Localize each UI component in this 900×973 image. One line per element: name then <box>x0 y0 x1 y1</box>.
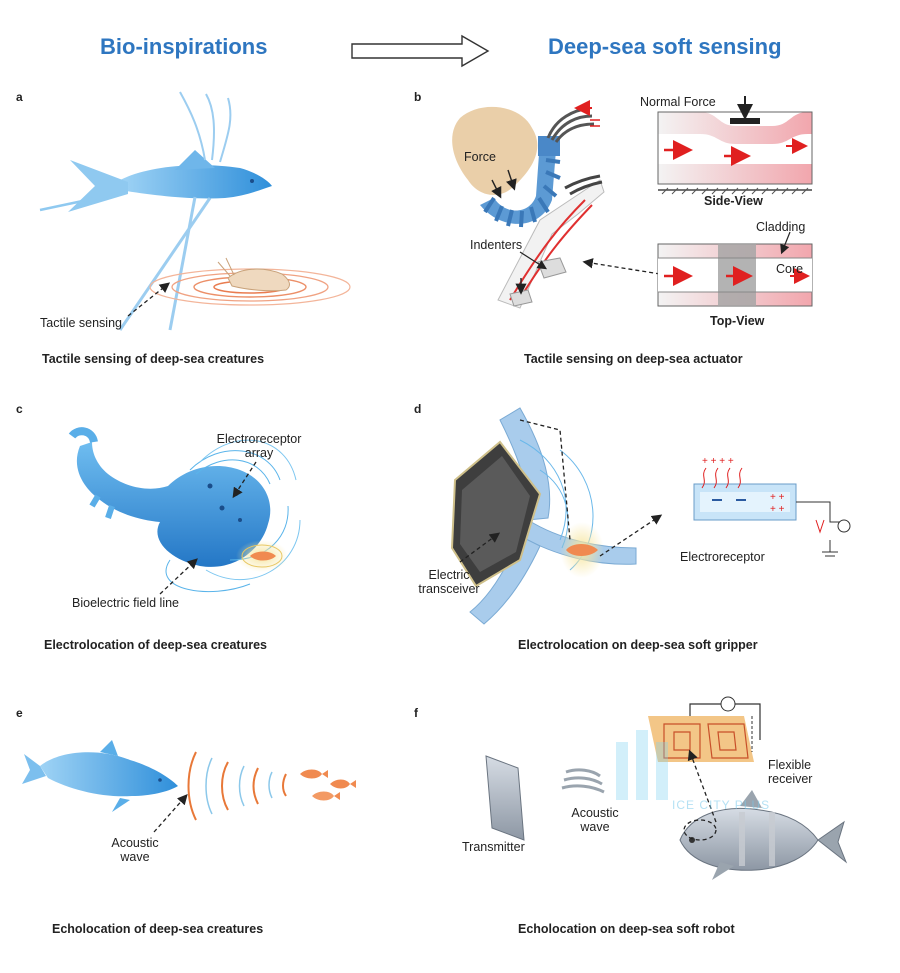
electroreceptor-array-line2: array <box>244 446 274 460</box>
acoustic-wave-label-f: Acoustic wave <box>560 806 630 834</box>
waveguide-strip <box>497 174 605 309</box>
shrimp-ripples <box>149 257 351 306</box>
panel-c-letter: c <box>16 402 23 416</box>
side-view-diagram <box>657 96 813 195</box>
electroreceptor-array-line1: Electroreceptor <box>216 432 302 446</box>
panel-e-caption: Echolocation of deep-sea creatures <box>52 922 264 936</box>
panel-f-letter: f <box>414 706 418 720</box>
panel-e-letter: e <box>16 706 23 720</box>
tactile-sensing-label: Tactile sensing <box>40 316 122 330</box>
acoustic-wave-label-e: Acoustic wave <box>100 836 170 864</box>
flexible-receiver-label: Flexible receiver <box>768 758 838 786</box>
transmitter-plate <box>485 755 525 841</box>
tripod-fish-illustration <box>39 91 272 331</box>
electroreceptor-device: + + + + + + + + <box>693 456 851 557</box>
panel-a-letter: a <box>16 90 23 104</box>
prey-glow-c <box>236 540 288 572</box>
electric-transceiver-line1: Electric <box>428 568 470 582</box>
panel-d-letter: d <box>414 402 422 416</box>
svg-text:+ + + +: + + + + <box>702 456 734 467</box>
panel-f-caption: Echolocation on deep-sea soft robot <box>518 922 735 936</box>
field-line-pointer-arrow <box>159 558 198 595</box>
acoustic-wave-f-line2: wave <box>580 820 610 834</box>
panel-c-caption: Electrolocation of deep-sea creatures <box>44 638 267 652</box>
flexible-receiver-line1: Flexible <box>768 758 812 772</box>
side-view-label: Side-View <box>704 194 763 208</box>
prey-glow-d <box>560 522 604 578</box>
dolphin-illustration <box>22 740 178 812</box>
flexible-receiver <box>648 696 761 762</box>
panel-d-caption: Electrolocation on deep-sea soft gripper <box>518 638 758 652</box>
electroreceptor-label: Electroreceptor <box>680 550 765 564</box>
acoustic-wave-e-line1: Acoustic <box>111 836 159 850</box>
watermark-logo <box>616 730 668 800</box>
receiver-pointer-arrow <box>687 749 717 823</box>
acoustic-waves-f <box>561 768 605 794</box>
soft-actuator-segmented <box>480 100 600 228</box>
electric-ray-illustration <box>68 427 301 593</box>
top-view-label: Top-View <box>710 314 765 328</box>
svg-text:+ +: + + <box>770 504 785 515</box>
bioelectric-field-line-label: Bioelectric field line <box>72 596 179 610</box>
cladding-label: Cladding <box>756 220 806 234</box>
force-blob <box>452 106 538 195</box>
watermark-text: ICE CITY PLUS <box>672 798 771 812</box>
electric-transceiver-label: Electric transceiver <box>404 568 494 596</box>
force-label: Force <box>464 150 496 164</box>
right-section-title: Deep-sea soft sensing <box>548 34 782 59</box>
gripper-dashed-links <box>459 419 663 563</box>
indenter-pointer-arrow <box>519 251 548 270</box>
normal-force-label: Normal Force <box>640 95 716 109</box>
electroreceptor-array-label: Electroreceptor array <box>204 432 314 460</box>
acoustic-wave-f-line1: Acoustic <box>571 806 619 820</box>
electric-transceiver-line2: transceiver <box>418 582 480 596</box>
acoustic-wave-e-line2: wave <box>120 850 150 864</box>
svg-text:+ +: + + <box>770 492 785 503</box>
soft-robot-fish <box>679 790 848 880</box>
force-indenter-arrows <box>491 169 517 199</box>
panel-b-letter: b <box>414 90 422 104</box>
top-view-dashed-link <box>582 258 661 275</box>
indenters-label: Indenters <box>470 238 523 252</box>
top-view-diagram <box>657 231 813 307</box>
tactile-pointer-arrow <box>127 282 171 317</box>
header-arrow <box>351 34 490 68</box>
panel-b-caption: Tactile sensing on deep-sea actuator <box>524 352 743 366</box>
acoustic-pointer-arrow-e <box>153 794 188 833</box>
acoustic-waves-e <box>187 751 287 821</box>
left-section-title: Bio-inspirations <box>100 34 268 59</box>
transmitter-label: Transmitter <box>462 840 525 854</box>
fish-school <box>300 769 356 801</box>
flexible-receiver-line2: receiver <box>768 772 813 786</box>
panel-a-caption: Tactile sensing of deep-sea creatures <box>42 352 265 366</box>
core-label: Core <box>776 262 804 276</box>
